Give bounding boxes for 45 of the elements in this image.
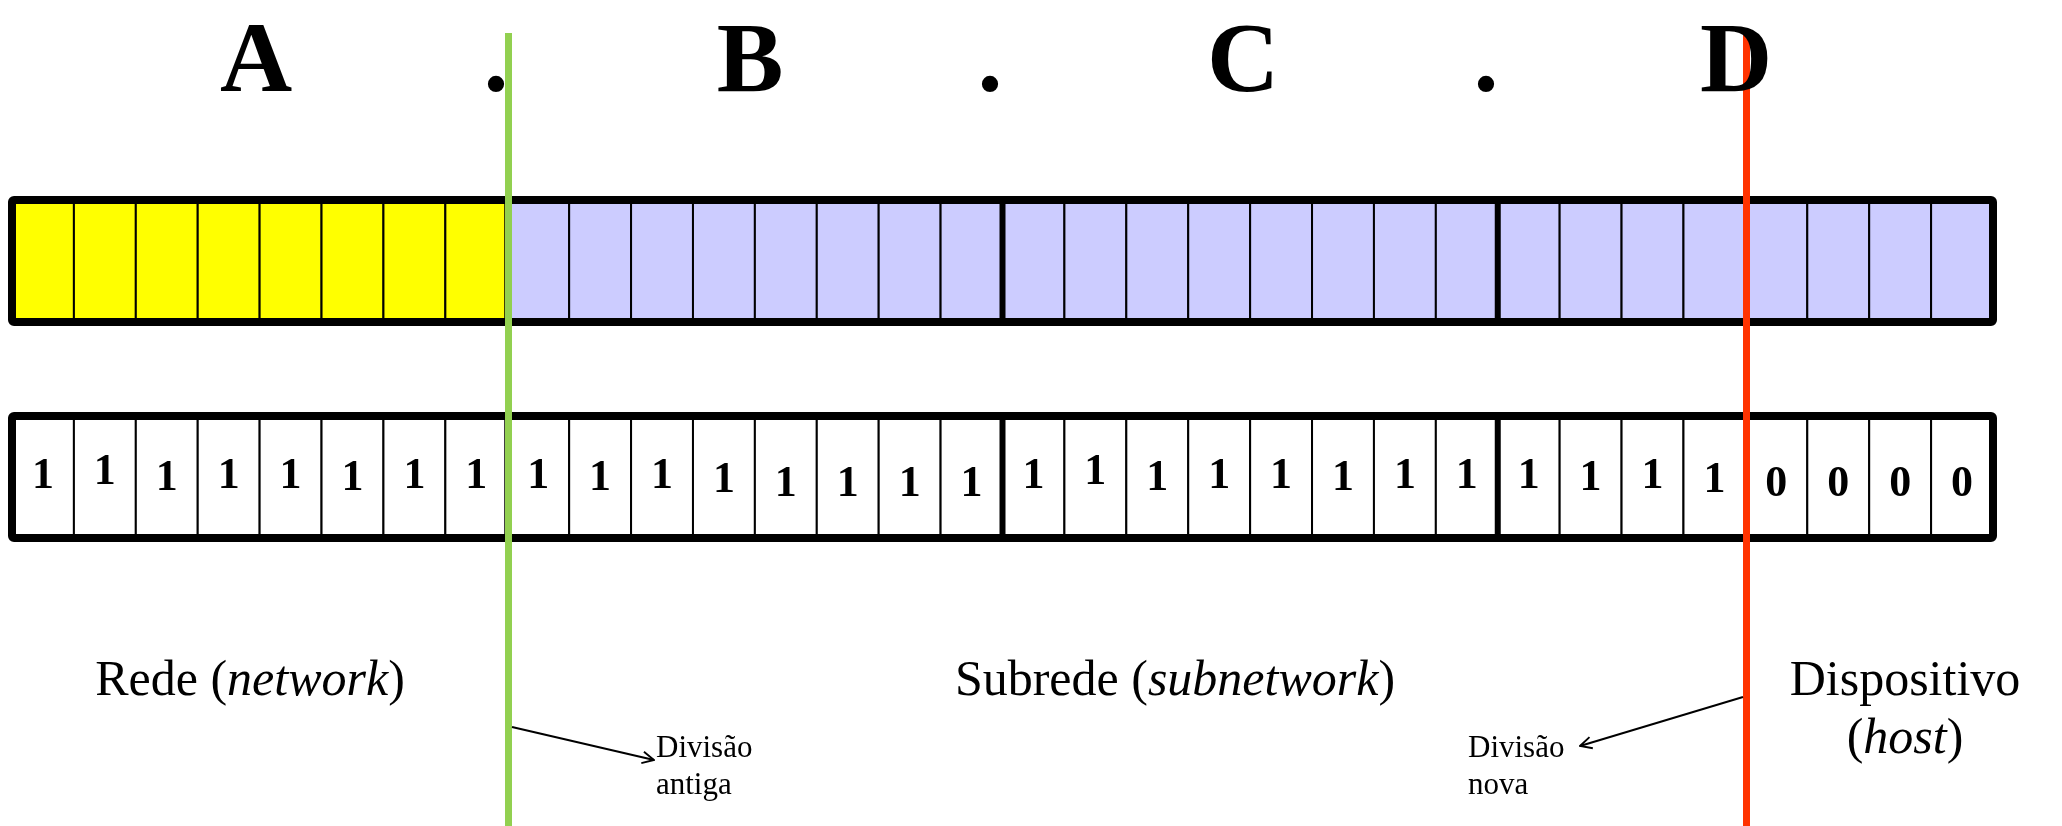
bit-digit: 1 xyxy=(526,452,551,496)
bit-digit: 0 xyxy=(1888,460,1913,504)
section-label: Rede (network) xyxy=(94,650,406,708)
bit-digit: 1 xyxy=(1578,454,1603,498)
bit-digit: 1 xyxy=(1083,448,1108,492)
bit-digit: 1 xyxy=(897,460,922,504)
bit-digit: 1 xyxy=(1702,456,1727,500)
bit-digit: 1 xyxy=(278,452,303,496)
bit-digit: 0 xyxy=(1950,460,1975,504)
section-label: Subrede (subnetwork) xyxy=(953,650,1397,708)
bit-digit: 1 xyxy=(1640,452,1665,496)
bit-digit: 1 xyxy=(835,460,860,504)
bit-digit: 0 xyxy=(1826,460,1851,504)
bit-digit: 1 xyxy=(1331,454,1355,498)
octet-letter: . xyxy=(976,8,1004,108)
leader-arrow xyxy=(511,726,655,764)
bit-digit: 1 xyxy=(773,460,798,504)
bit-digit: 1 xyxy=(1207,452,1232,496)
bit-digit: 1 xyxy=(92,448,117,492)
bit-digit: 1 xyxy=(650,452,674,496)
bit-digit: 1 xyxy=(30,452,55,496)
leader-arrow xyxy=(1579,696,1744,750)
bit-digit: 1 xyxy=(1516,452,1541,496)
octet-letter: A xyxy=(218,8,294,108)
bit-digit: 1 xyxy=(340,454,365,498)
bit-digit: 1 xyxy=(402,452,427,496)
bit-digit: 1 xyxy=(1454,452,1479,496)
division-label: Divisão antiga xyxy=(656,728,796,803)
bit-digit: 1 xyxy=(464,452,489,496)
section-label: Dispositivo (host) xyxy=(1788,650,2022,765)
bit-digit: 1 xyxy=(1392,452,1417,496)
bit-digit: 1 xyxy=(959,460,984,504)
bit-digit: 1 xyxy=(588,454,613,498)
division-label: Divisão nova xyxy=(1468,728,1608,803)
octet-letter: . xyxy=(482,8,510,108)
octet-letter: . xyxy=(1472,8,1500,108)
bit-digit: 1 xyxy=(154,454,179,498)
bit-digit: 0 xyxy=(1764,460,1789,504)
bit-digit: 1 xyxy=(1021,452,1046,496)
bit-digit: 1 xyxy=(216,452,241,496)
octet-letter: B xyxy=(715,8,785,108)
bit-digit: 1 xyxy=(1269,452,1294,496)
bit-digit: 1 xyxy=(1145,454,1170,498)
bit-digit: 1 xyxy=(711,456,736,500)
octet-letter: C xyxy=(1205,8,1281,108)
